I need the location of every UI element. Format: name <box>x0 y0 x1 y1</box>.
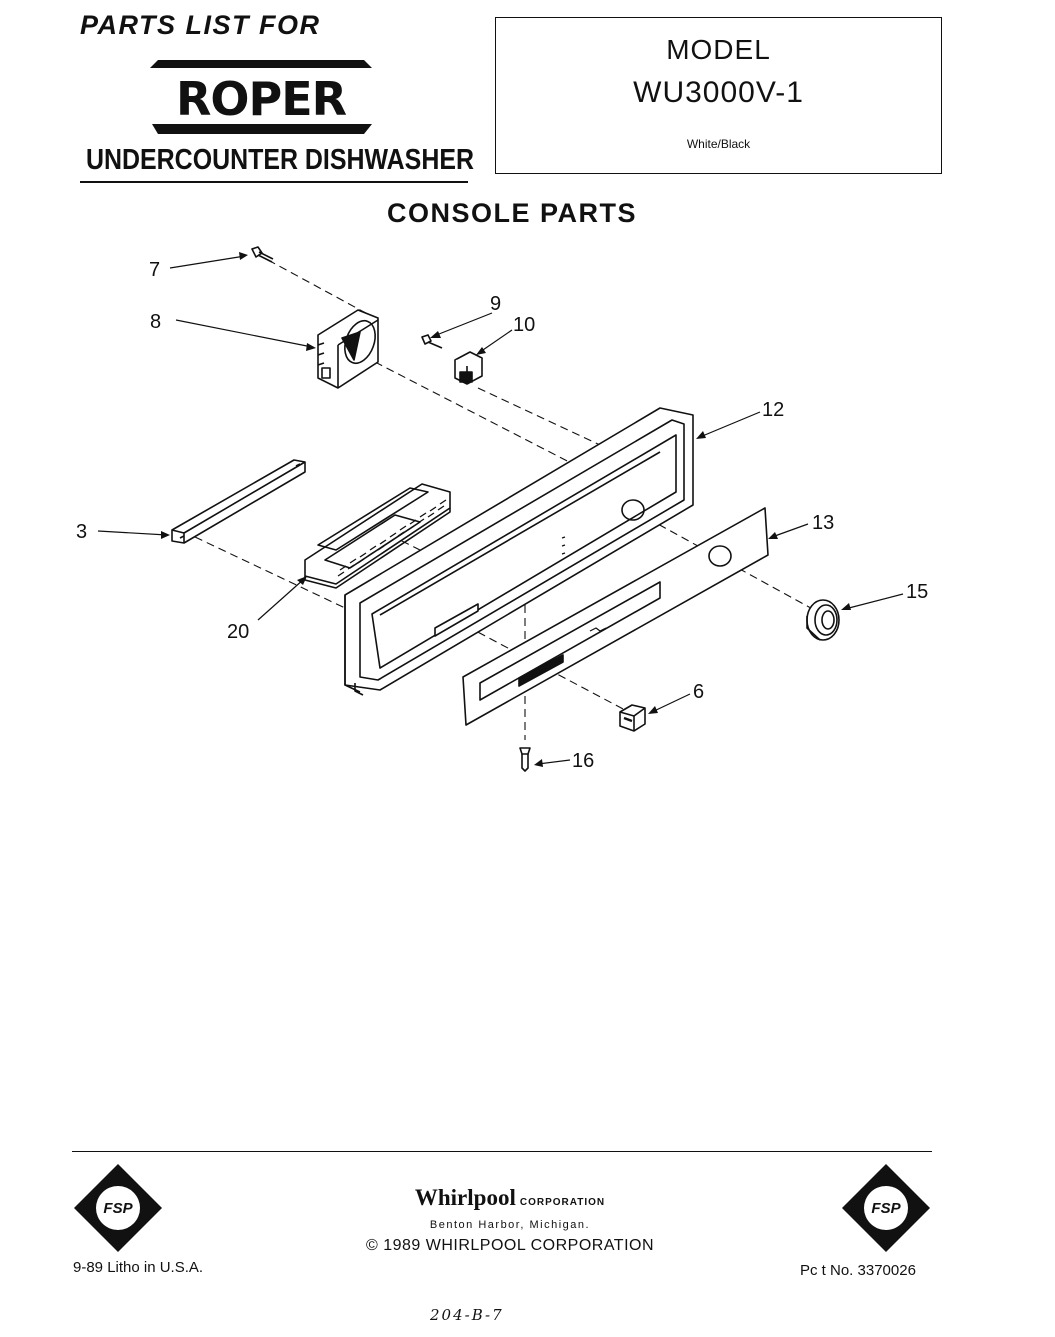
footer-divider <box>72 1151 932 1152</box>
callout-6: 6 <box>693 681 704 703</box>
callout-3: 3 <box>76 521 87 543</box>
callout-leaders <box>97 255 904 765</box>
part-12-console-frame <box>344 407 694 696</box>
part-3-bracket <box>171 459 306 544</box>
callout-7: 7 <box>149 259 160 281</box>
svg-text:FSP: FSP <box>103 1200 133 1217</box>
callout-labels: 7 8 9 10 12 13 3 20 15 6 16 <box>76 259 928 772</box>
part-8-timer <box>317 309 379 389</box>
roper-logo-bars: TM <box>150 60 392 134</box>
litho-note: 9-89 Litho in U.S.A. <box>73 1259 204 1276</box>
model-box: MODEL WU3000V-1 White/Black <box>495 17 942 174</box>
part-9-screw <box>421 334 443 349</box>
svg-text:FSP: FSP <box>871 1200 901 1217</box>
company-name: Whirlpool <box>414 1185 516 1210</box>
header-divider <box>80 181 468 183</box>
callout-20: 20 <box>227 621 249 643</box>
part-15-knob <box>806 599 840 641</box>
callout-12: 12 <box>762 399 784 421</box>
part-7-screw <box>251 246 274 263</box>
section-title: CONSOLE PARTS <box>386 198 637 228</box>
fsp-logo-right: FSP <box>842 1164 930 1252</box>
roper-logo: TM ROPER <box>150 58 392 138</box>
callout-10: 10 <box>513 314 535 336</box>
callout-arrowheads <box>161 252 851 767</box>
company-suffix: CORPORATION <box>519 1197 606 1208</box>
model-label: MODEL <box>666 34 771 65</box>
model-number: WU3000V-1 <box>633 76 804 109</box>
company-location: Benton Harbor, Michigan. <box>429 1219 591 1231</box>
part-13-overlay-panel <box>462 507 769 726</box>
callout-13: 13 <box>812 512 834 534</box>
fsp-logo-left: FSP <box>74 1164 162 1252</box>
callout-15: 15 <box>906 581 928 603</box>
part-number: Pc t No. 3370026 <box>800 1262 916 1279</box>
copyright-notice: © 1989 WHIRLPOOL CORPORATION <box>365 1237 655 1254</box>
product-type-heading: UNDERCOUNTER DISHWASHER <box>86 144 474 176</box>
parts-list-heading: PARTS LIST FOR <box>80 10 321 40</box>
callout-9: 9 <box>490 293 501 315</box>
callout-16: 16 <box>572 750 594 772</box>
model-color: White/Black <box>686 137 751 151</box>
roper-brand-text: ROPER <box>175 72 347 126</box>
exploded-parts-diagram: 7 8 9 10 12 13 3 20 15 6 16 <box>76 246 928 772</box>
part-16-screw <box>519 747 531 772</box>
part-6-button <box>619 704 646 732</box>
part-10-switch <box>454 351 483 385</box>
callout-8: 8 <box>150 311 161 333</box>
handwritten-code: 204-B-7 <box>430 1306 504 1324</box>
